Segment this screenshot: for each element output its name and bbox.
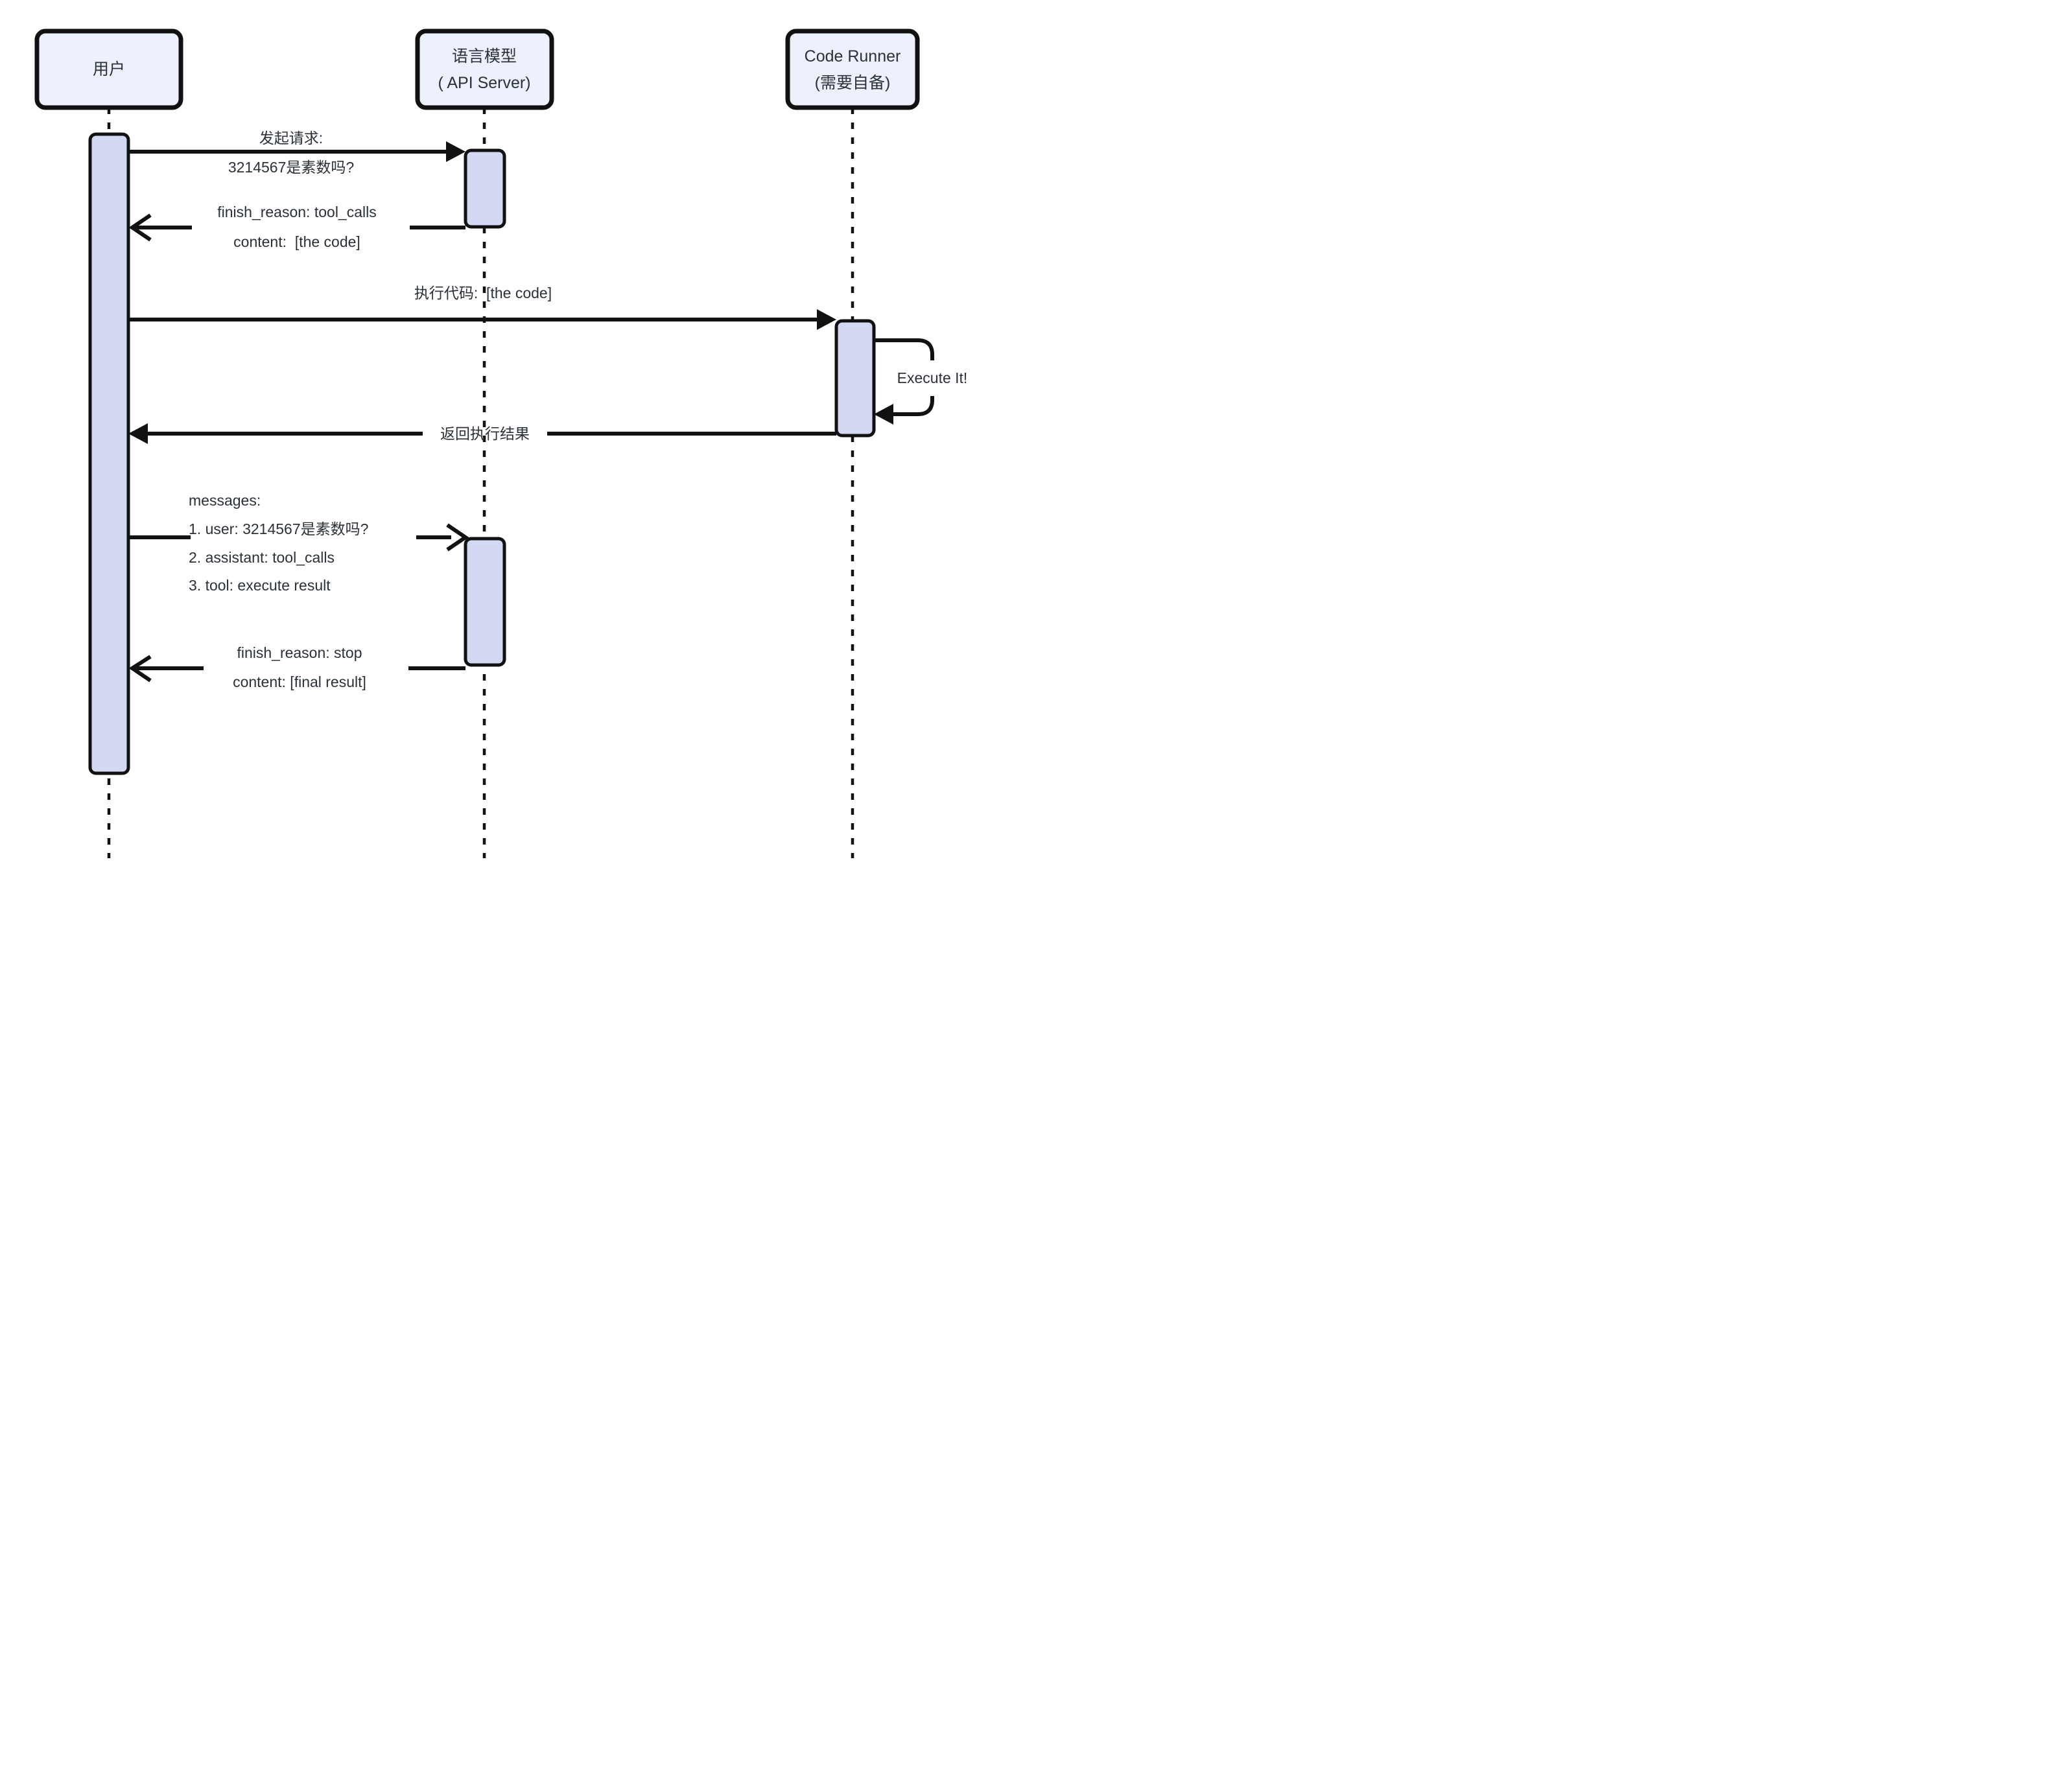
message-request-label-line2: 3214567是素数吗?: [228, 159, 354, 176]
actor-llm-label-line1: 语言模型: [452, 47, 517, 65]
message-history-label-line2: 1. user: 3214567是素数吗?: [189, 520, 368, 537]
sequence-diagram-canvas: 用户 语言模型 ( API Server) Code Runner (需要自备)…: [0, 0, 1036, 888]
message-execute-code-arrowhead: [817, 309, 836, 330]
message-toolcalls-reply: finish_reason: tool_calls content: [the …: [128, 204, 465, 250]
message-history-label-line3: 2. assistant: tool_calls: [189, 549, 335, 566]
message-execute-code: 执行代码: [the code]: [130, 285, 836, 330]
actor-code-runner-box: [785, 29, 920, 110]
actor-code-runner-label-line1: Code Runner: [805, 47, 901, 65]
message-final-reply-arrowhead: [128, 655, 152, 683]
actor-user-box: [34, 29, 183, 110]
message-request-arrowhead: [446, 141, 465, 162]
message-self-execute-loop-bottom: [892, 396, 934, 416]
message-request-label-line1: 发起请求:: [259, 130, 323, 146]
message-history-arrowhead: [446, 523, 469, 552]
message-return-result-label: 返回执行结果: [440, 425, 530, 442]
sequence-diagram: 用户 语言模型 ( API Server) Code Runner (需要自备)…: [34, 29, 968, 858]
message-toolcalls-reply-arrowhead: [128, 213, 152, 242]
activation-llm-2: [464, 537, 506, 667]
message-self-execute-arrowhead: [874, 404, 893, 425]
message-toolcalls-reply-label-line2: content: [the code]: [233, 233, 360, 250]
message-request: 发起请求: 3214567是素数吗?: [130, 130, 465, 176]
actor-user: 用户: [34, 29, 183, 110]
activation-llm-1: [464, 148, 506, 229]
message-final-reply-label-line2: content: [final result]: [233, 673, 366, 690]
actor-user-label: 用户: [93, 60, 125, 78]
message-final-reply: finish_reason: stop content: [final resu…: [128, 644, 465, 690]
message-return-result: 返回执行结果: [128, 423, 836, 444]
message-self-execute-loop-top: [874, 338, 934, 360]
actor-code-runner-label-line2: (需要自备): [815, 74, 891, 92]
message-execute-code-label: 执行代码: [the code]: [414, 285, 552, 301]
actor-code-runner: Code Runner (需要自备): [785, 29, 920, 110]
actor-llm: 语言模型 ( API Server): [415, 29, 554, 110]
actor-llm-box: [415, 29, 554, 110]
message-history: messages: 1. user: 3214567是素数吗? 2. assis…: [130, 492, 469, 594]
actor-llm-label-line2: ( API Server): [438, 74, 530, 92]
message-toolcalls-reply-label-line1: finish_reason: tool_calls: [217, 204, 376, 220]
message-self-execute: Execute It!: [874, 338, 968, 425]
activation-code-runner: [834, 319, 876, 438]
message-return-result-arrowhead: [128, 423, 148, 444]
message-self-execute-label: Execute It!: [897, 369, 968, 386]
message-history-label-line1: messages:: [189, 492, 261, 509]
message-final-reply-label-line1: finish_reason: stop: [237, 644, 362, 661]
message-history-label-line4: 3. tool: execute result: [189, 577, 331, 594]
activation-user: [88, 132, 130, 775]
